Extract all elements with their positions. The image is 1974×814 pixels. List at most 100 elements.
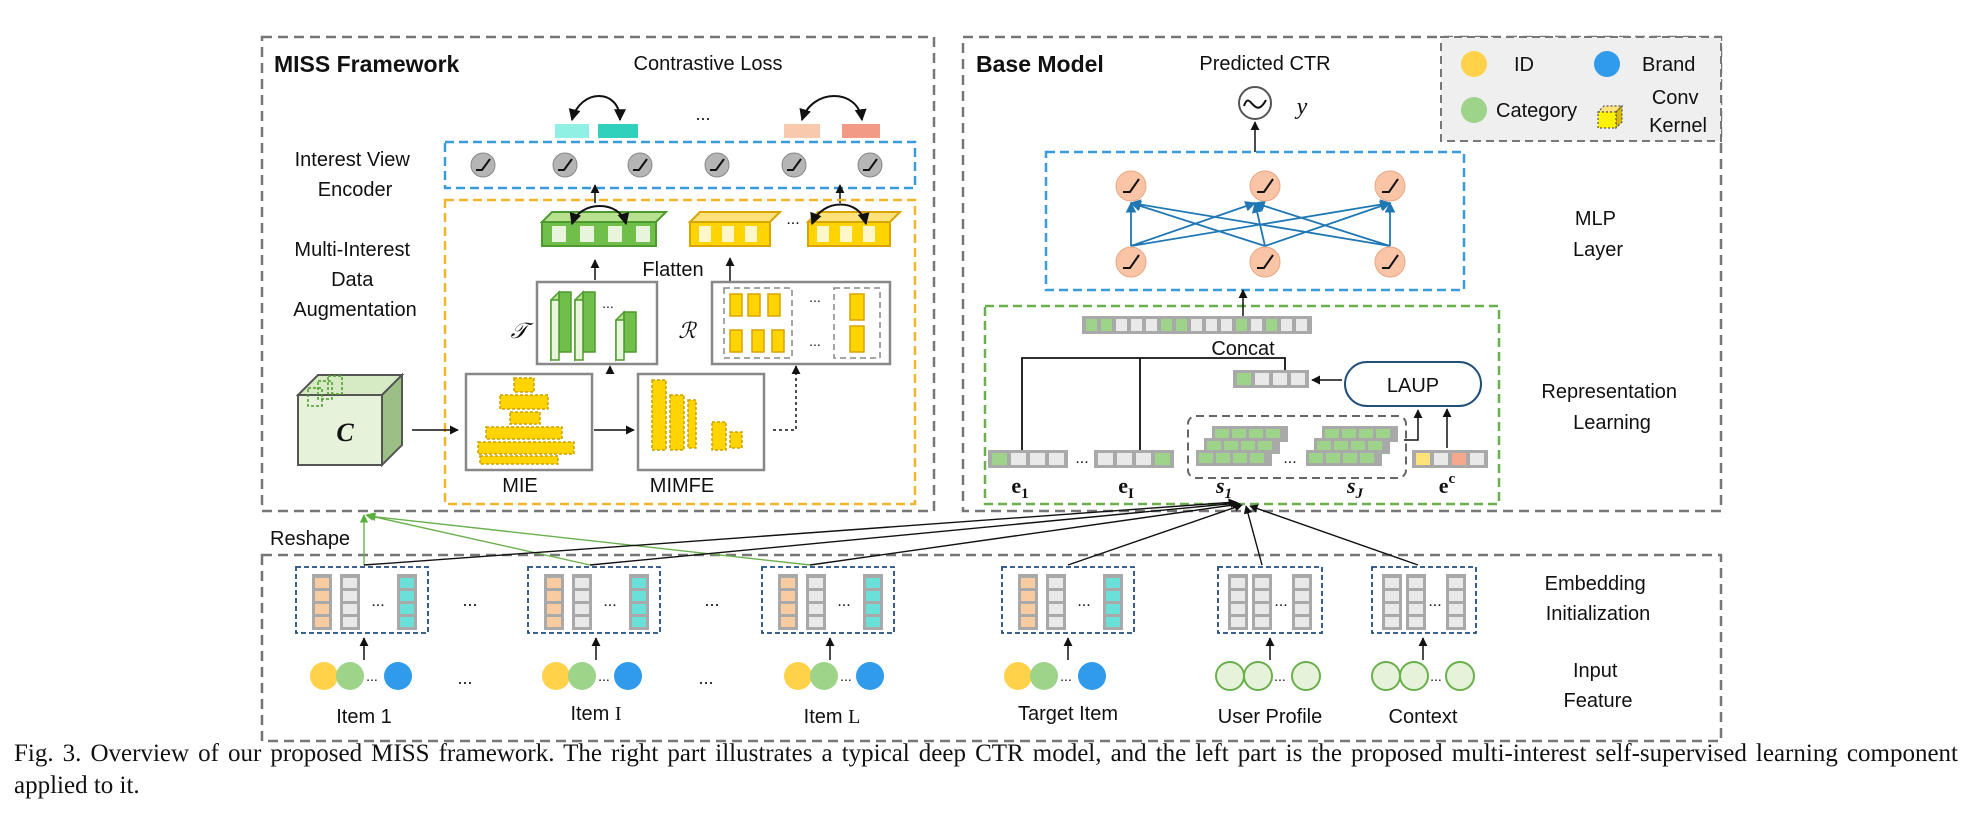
itemI-features: ... — [542, 662, 642, 690]
between-features-ellipsis: ... — [698, 668, 713, 688]
base-model-panel — [961, 35, 1723, 513]
legend-id-label: ID — [1514, 54, 1534, 76]
svg-text:...: ... — [1274, 593, 1287, 610]
user-profile-features: ... — [1215, 661, 1321, 691]
embedding-init-label: Embedding Initialization — [1545, 573, 1652, 625]
encoder-activation-row — [470, 152, 883, 178]
itemI-label: Item I — [570, 703, 621, 725]
flatten-arc-yellow — [810, 203, 870, 226]
transform-r-inner — [723, 287, 793, 359]
legend-id-dot — [1461, 51, 1487, 77]
svg-text:...: ... — [809, 289, 821, 305]
interest-view-encoder-box — [443, 140, 917, 190]
target-item-features: ... — [1004, 662, 1106, 690]
embedding-to-miss-arrows — [359, 512, 811, 566]
svg-text:...: ... — [840, 668, 852, 684]
eI-symbol: eI — [1118, 473, 1134, 502]
seq-to-laup-arrow — [1404, 409, 1423, 441]
ec-symbol: ec — [1439, 471, 1456, 498]
contrastive-token — [842, 124, 880, 138]
transform-r-inner — [833, 287, 881, 359]
sJ-stack — [1306, 426, 1398, 466]
sequence-group-box — [1187, 415, 1407, 479]
context-label: Context — [1389, 706, 1458, 728]
interest-view-encoder-label: Interest View Encoder — [295, 149, 416, 201]
mie-label: MIE — [502, 475, 538, 497]
concat-label: Concat — [1211, 338, 1275, 360]
svg-text:...: ... — [809, 333, 821, 349]
between-items-ellipsis: ... — [704, 590, 719, 610]
legend-brand-label: Brand — [1642, 54, 1695, 76]
ec-vector — [1412, 450, 1488, 468]
legend-box — [1440, 36, 1722, 142]
svg-text:...: ... — [371, 593, 384, 610]
context-features: ... — [1371, 661, 1475, 691]
legend-category-label: Category — [1496, 100, 1577, 122]
embedding-to-base-arrows — [363, 498, 1419, 566]
svg-text:...: ... — [1274, 668, 1286, 684]
sJ-symbol: sJ — [1346, 473, 1364, 502]
input-panel — [260, 553, 1723, 743]
target-item-label: Target Item — [1018, 703, 1118, 725]
itemI-embedding: ... — [527, 566, 661, 634]
svg-text:...: ... — [1428, 593, 1441, 610]
y-symbol: y — [1295, 94, 1308, 120]
c-tensor-cube — [295, 372, 405, 468]
contrastive-loss-label: Contrastive Loss — [634, 53, 783, 75]
item1-label: Item 1 — [336, 706, 392, 728]
e1-vector — [988, 450, 1068, 468]
contrastive-ellipsis: ... — [695, 104, 710, 124]
mlp-neurons — [1115, 170, 1406, 278]
legend-conv-kernel-icon — [1596, 104, 1624, 130]
between-items-ellipsis: ... — [462, 590, 477, 610]
svg-text:...: ... — [837, 593, 850, 610]
e1-ellipsis: ... — [1075, 450, 1088, 467]
context-embedding: ... — [1371, 566, 1477, 634]
operator-r: ℛ — [678, 318, 697, 343]
contrastive-token — [598, 124, 638, 138]
svg-text:...: ... — [598, 668, 610, 684]
mlp-box — [1044, 150, 1466, 292]
laup-label: LAUP — [1387, 375, 1439, 397]
user-profile-label: User Profile — [1218, 706, 1322, 728]
miss-panel-title: MISS Framework — [274, 51, 460, 77]
legend-category-dot — [1461, 97, 1487, 123]
flattened-yellow-kernels-b — [805, 211, 903, 247]
contrastive-token — [555, 124, 589, 138]
transform-r-kernels: ... ... — [729, 289, 865, 353]
svg-text:...: ... — [603, 593, 616, 610]
data-augmentation-box — [443, 198, 917, 506]
svg-text:...: ... — [366, 668, 378, 684]
feature-to-embedding-arrows — [359, 637, 1428, 660]
miss-framework-panel — [260, 35, 936, 513]
s-ellipsis: ... — [1283, 450, 1296, 467]
flatten-arc-green — [569, 205, 630, 226]
contrastive-token — [784, 124, 820, 138]
flattened-yellow-kernels-a — [687, 211, 783, 247]
mie-pyramid — [477, 377, 575, 465]
reshape-label: Reshape — [270, 528, 350, 550]
concat-tree — [1021, 357, 1286, 450]
user-profile-embedding: ... — [1217, 566, 1323, 634]
svg-text:...: ... — [1060, 668, 1072, 684]
between-features-ellipsis: ... — [457, 668, 472, 688]
item1-embedding: ... — [295, 566, 429, 634]
sigmoid-output-node — [1238, 86, 1272, 120]
itemL-features: ... — [784, 662, 884, 690]
concat-vector — [1082, 316, 1312, 334]
eI-vector — [1094, 450, 1174, 468]
flattened-green-kernels — [539, 211, 669, 247]
operator-t: 𝒯 — [511, 318, 535, 343]
figure-caption: Fig. 3. Overview of our proposed MISS fr… — [14, 740, 1958, 799]
transform-t-kernels: ... — [550, 290, 637, 362]
s1-stack — [1196, 426, 1288, 466]
predicted-ctr-label: Predicted CTR — [1199, 53, 1330, 75]
svg-text:...: ... — [602, 295, 614, 311]
mlp-layer-label: MLP Layer — [1573, 208, 1623, 261]
svg-text:...: ... — [1430, 668, 1442, 684]
e1-symbol: e1 — [1011, 473, 1028, 502]
laup-output-vector — [1233, 370, 1309, 388]
contrastive-arc — [799, 95, 867, 122]
legend-conv-kernel-label: Conv Kernel — [1649, 87, 1707, 137]
